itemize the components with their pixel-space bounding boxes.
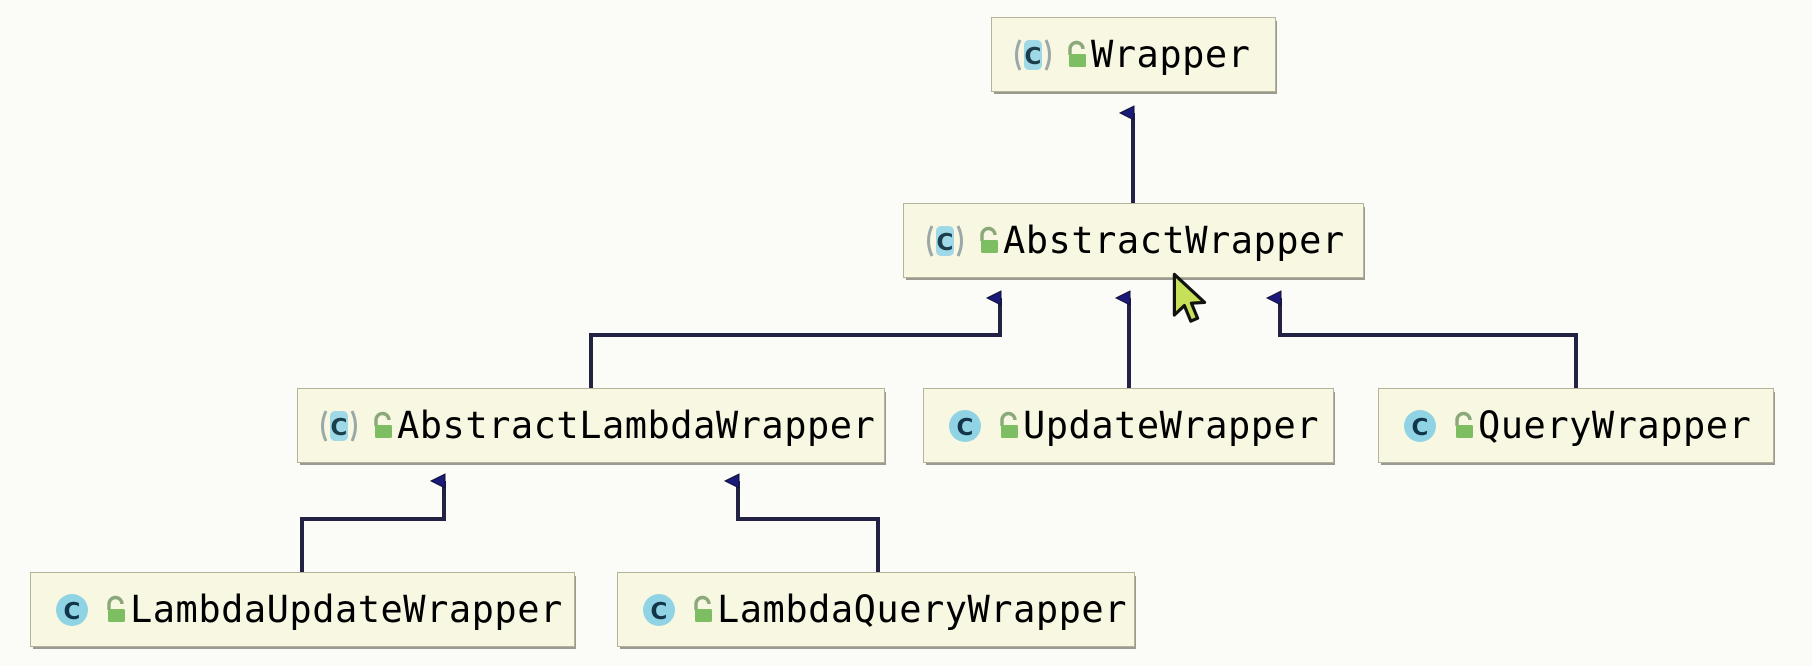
node-icon-group: C (922, 218, 1003, 264)
edge-lambda-update-wrapper-to-abstract-lambda-wrapper (300, 481, 446, 572)
class-node-lambda-update-wrapper[interactable]: C LambdaUpdateWrapper (30, 572, 575, 647)
concrete-class-icon: C (1404, 409, 1436, 442)
unlocked-padlock-icon (1000, 411, 1018, 438)
unlocked-padlock-icon (374, 411, 392, 438)
node-icon-group: C (942, 403, 1023, 449)
edge-abstract-lambda-wrapper-to-abstract-wrapper (589, 298, 1002, 388)
concrete-class-icon: C (643, 593, 675, 626)
class-node-abstract-wrapper[interactable]: C AbstractWrapper (903, 203, 1364, 278)
class-name-label: AbstractLambdaWrapper (397, 404, 876, 447)
edge-lambda-query-wrapper-to-abstract-lambda-wrapper (738, 481, 880, 572)
class-node-update-wrapper[interactable]: C UpdateWrapper (923, 388, 1334, 463)
class-node-wrapper[interactable]: C Wrapper (991, 17, 1276, 92)
unlocked-padlock-icon (980, 226, 998, 253)
abstract-class-icon: C (321, 409, 357, 442)
node-icon-group: C (49, 587, 130, 633)
class-node-lambda-query-wrapper[interactable]: C LambdaQueryWrapper (617, 572, 1135, 647)
abstract-class-icon: C (1015, 38, 1051, 71)
svg-text:C: C (331, 415, 348, 441)
mouse-cursor-arrow-pointer (1172, 272, 1207, 323)
class-name-label: UpdateWrapper (1023, 404, 1320, 447)
class-node-query-wrapper[interactable]: C QueryWrapper (1378, 388, 1774, 463)
unlocked-padlock-icon (107, 595, 125, 622)
unlocked-padlock-icon (694, 595, 712, 622)
class-name-label: LambdaQueryWrapper (717, 588, 1127, 631)
edge-query-wrapper-to-abstract-wrapper (1280, 298, 1578, 388)
class-name-label: Wrapper (1091, 33, 1251, 76)
svg-text:C: C (937, 230, 954, 256)
svg-text:C: C (1412, 415, 1429, 441)
class-name-label: AbstractWrapper (1003, 219, 1345, 262)
class-name-label: LambdaUpdateWrapper (130, 588, 563, 631)
node-icon-group: C (1010, 32, 1091, 78)
unlocked-padlock-icon (1068, 40, 1086, 67)
node-icon-group: C (636, 587, 717, 633)
svg-text:C: C (1025, 44, 1042, 70)
svg-text:C: C (651, 599, 668, 625)
concrete-class-icon: C (949, 409, 981, 442)
abstract-class-icon: C (927, 224, 963, 257)
svg-text:C: C (64, 599, 81, 625)
node-icon-group: C (1397, 403, 1478, 449)
concrete-class-icon: C (56, 593, 88, 626)
unlocked-padlock-icon (1455, 411, 1473, 438)
class-node-abstract-lambda-wrapper[interactable]: C AbstractLambdaWrapper (297, 388, 885, 463)
svg-text:C: C (957, 415, 974, 441)
class-name-label: QueryWrapper (1478, 404, 1752, 447)
node-icon-group: C (316, 403, 397, 449)
